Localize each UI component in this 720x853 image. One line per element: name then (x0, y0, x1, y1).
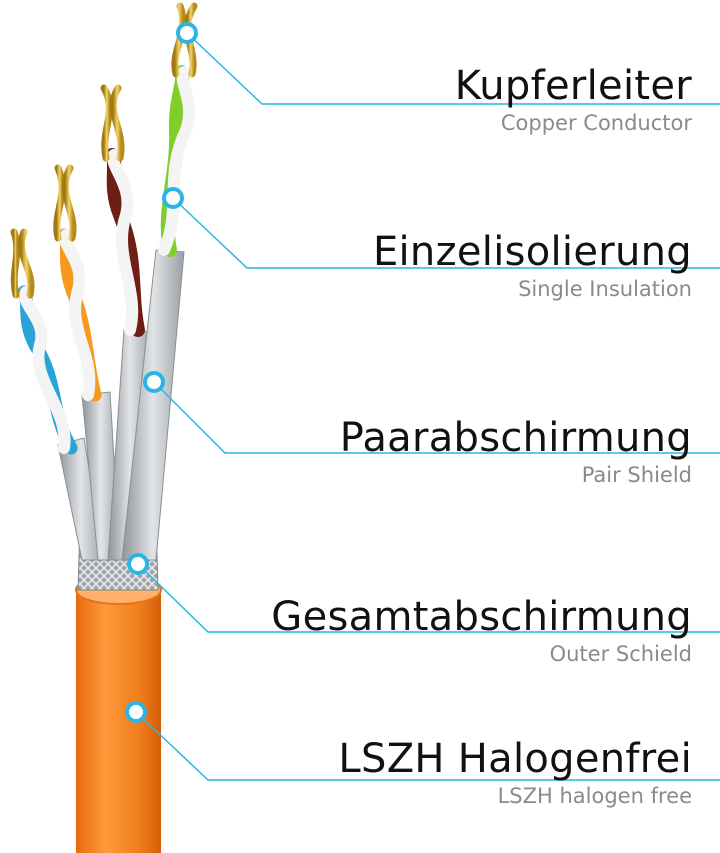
label-en: Pair Shield (581, 463, 692, 487)
label-single-insulation: Einzelisolierung Single Insulation (373, 230, 692, 302)
label-outer-shield: Gesamtabschirmung Outer Schield (271, 595, 692, 667)
twisted-pairs (17, 65, 196, 455)
label-jacket: LSZH Halogenfrei LSZH halogen free (338, 737, 692, 809)
callout-dots (125, 22, 198, 723)
label-de: Einzelisolierung (372, 229, 692, 275)
callout-line-outer-shield (137, 563, 720, 633)
callout-dot-copper-conductor (176, 22, 198, 44)
callout-line-single-insulation (172, 197, 720, 269)
label-de: Paarabschirmung (339, 415, 692, 461)
label-copper-conductor: Kupferleiter Copper Conductor (455, 64, 692, 136)
label-de: Kupferleiter (454, 63, 692, 109)
callout-dot-single-insulation (162, 187, 184, 209)
callout-dot-jacket (125, 701, 147, 723)
callout-dot-pair-shield (143, 371, 165, 393)
outer-jacket (75, 575, 162, 853)
copper-conductors (10, 2, 198, 299)
callout-dot-outer-shield (127, 553, 149, 575)
label-de: LSZH Halogenfrei (338, 736, 692, 782)
label-en: LSZH halogen free (497, 784, 692, 808)
label-de: Gesamtabschirmung (271, 594, 692, 640)
callout-lines (135, 32, 720, 781)
label-pair-shield: Paarabschirmung Pair Shield (340, 416, 692, 488)
label-en: Outer Schield (549, 642, 692, 666)
label-en: Single Insulation (518, 277, 692, 301)
callout-line-pair-shield (153, 381, 720, 454)
callout-line-copper-conductor (186, 32, 720, 105)
pair-shields (57, 249, 185, 561)
callout-line-jacket (135, 711, 720, 781)
label-en: Copper Conductor (500, 111, 692, 135)
